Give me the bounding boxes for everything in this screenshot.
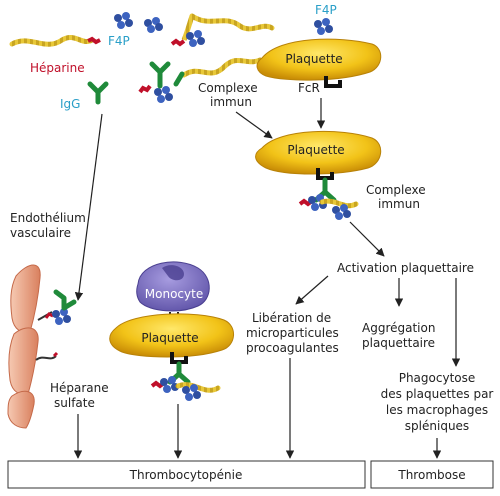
platelet-bottom <box>109 313 234 358</box>
fcr-receptor-icon <box>324 76 342 88</box>
liberation-line2: microparticules <box>246 326 339 340</box>
heparin-f4p-complex <box>170 13 275 47</box>
complexe-immun-right-line1: Complexe <box>366 183 426 197</box>
endothelium-line2: vasculaire <box>10 226 71 240</box>
arrow-igg-to-endothelium <box>74 113 103 301</box>
platelet-top <box>256 38 382 81</box>
aggregation-line1: Aggrégation <box>362 321 435 335</box>
igg-antibody-icon <box>87 81 109 105</box>
platelet-bottom-label: Plaquette <box>141 331 198 345</box>
monocyte-label: Monocyte <box>145 287 203 301</box>
phagocytose-line3: les macrophages <box>386 403 488 417</box>
heparane-line1: Héparane <box>50 381 109 395</box>
immune-complex-top <box>138 57 263 103</box>
thrombocytopenie-label: Thrombocytopénie <box>129 468 243 482</box>
thrombose-box <box>370 460 494 489</box>
platelet-middle <box>255 131 382 175</box>
thrombose-label: Thrombose <box>397 468 465 482</box>
heparine-label: Héparine <box>30 61 85 75</box>
heparane-line2: sulfate <box>54 396 95 410</box>
activation-label: Activation plaquettaire <box>337 261 474 275</box>
aggregation-line2: plaquettaire <box>362 336 435 350</box>
complexe-immun-right-line2: immun <box>378 197 420 211</box>
phagocytose-line4: spléniques <box>405 419 469 433</box>
phagocytose-line2: des plaquettes par <box>381 387 494 401</box>
liberation-line3: procoagulantes <box>246 341 339 355</box>
complexe-immun-left-line1: Complexe <box>198 81 258 95</box>
arrow-complex-to-platelet <box>235 111 273 139</box>
monocyte-cell <box>136 261 210 312</box>
igg-label: IgG <box>60 97 80 111</box>
complexe-immun-left-line2: immun <box>210 95 252 109</box>
platelet-top-label: Plaquette <box>285 52 342 66</box>
f4p-tetramer-icon <box>144 17 163 33</box>
f4p-label: F4P <box>108 34 130 48</box>
arrow-activation-to-liberation <box>295 275 329 305</box>
fcr-label: FcR <box>298 81 320 95</box>
bound-immune-complex-middle <box>298 168 359 220</box>
heparin-molecule-1 <box>9 34 101 47</box>
endothelium-cells <box>7 264 41 429</box>
thrombocytopenie-box <box>7 460 366 489</box>
endothelium-line1: Endothélium <box>10 211 86 225</box>
f4p-tetramer-icon <box>314 18 333 35</box>
f4p-label-top-right: F4P <box>315 3 337 17</box>
arrow-to-activation <box>349 221 385 257</box>
liberation-line1: Libération de <box>252 311 331 325</box>
bound-immune-complex-bottom <box>150 352 221 401</box>
platelet-middle-label: Plaquette <box>287 143 344 157</box>
f4p-tetramer-icon <box>114 12 133 29</box>
phagocytose-line1: Phagocytose <box>399 371 476 385</box>
heparan-sulfate-complex-endothelium <box>35 289 77 361</box>
